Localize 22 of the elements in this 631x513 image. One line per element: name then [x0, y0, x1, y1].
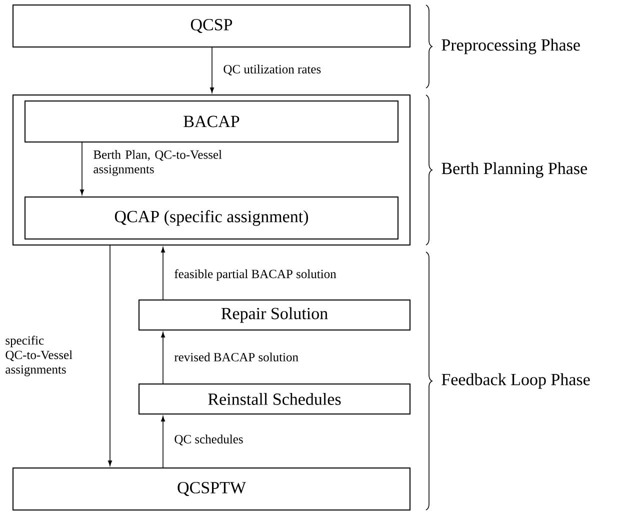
- group-box: [12, 94, 410, 246]
- phase-label: Preprocessing Phase: [442, 38, 580, 54]
- edge-label: specific QC-to-Vessel assignments: [6, 336, 72, 376]
- arrow: [161, 416, 166, 468]
- edge-label: revised BACAP solution: [174, 352, 298, 362]
- process-box: Repair Solution: [138, 300, 410, 330]
- edge-label: QC utilization rates: [224, 64, 321, 76]
- edge-label: Berth Plan, QC-to-Vessel assignments: [94, 150, 222, 176]
- arrow: [108, 245, 112, 466]
- process-box: QCSP: [12, 4, 410, 48]
- process-box: Reinstall Schedules: [138, 384, 410, 414]
- phase-label: Berth Planning Phase: [442, 162, 587, 178]
- edge-label: QC schedules: [174, 434, 243, 446]
- arrow: [161, 332, 166, 384]
- arrow: [210, 47, 214, 93]
- phase-label: Feedback Loop Phase: [442, 373, 590, 389]
- edge-label: feasible partial BACAP solution: [174, 269, 336, 281]
- process-box: QCSPTW: [12, 468, 410, 510]
- arrow: [80, 142, 84, 195]
- process-box: QCAP (specific assignment): [24, 196, 398, 240]
- arrow: [161, 247, 166, 300]
- process-box: BACAP: [24, 100, 398, 142]
